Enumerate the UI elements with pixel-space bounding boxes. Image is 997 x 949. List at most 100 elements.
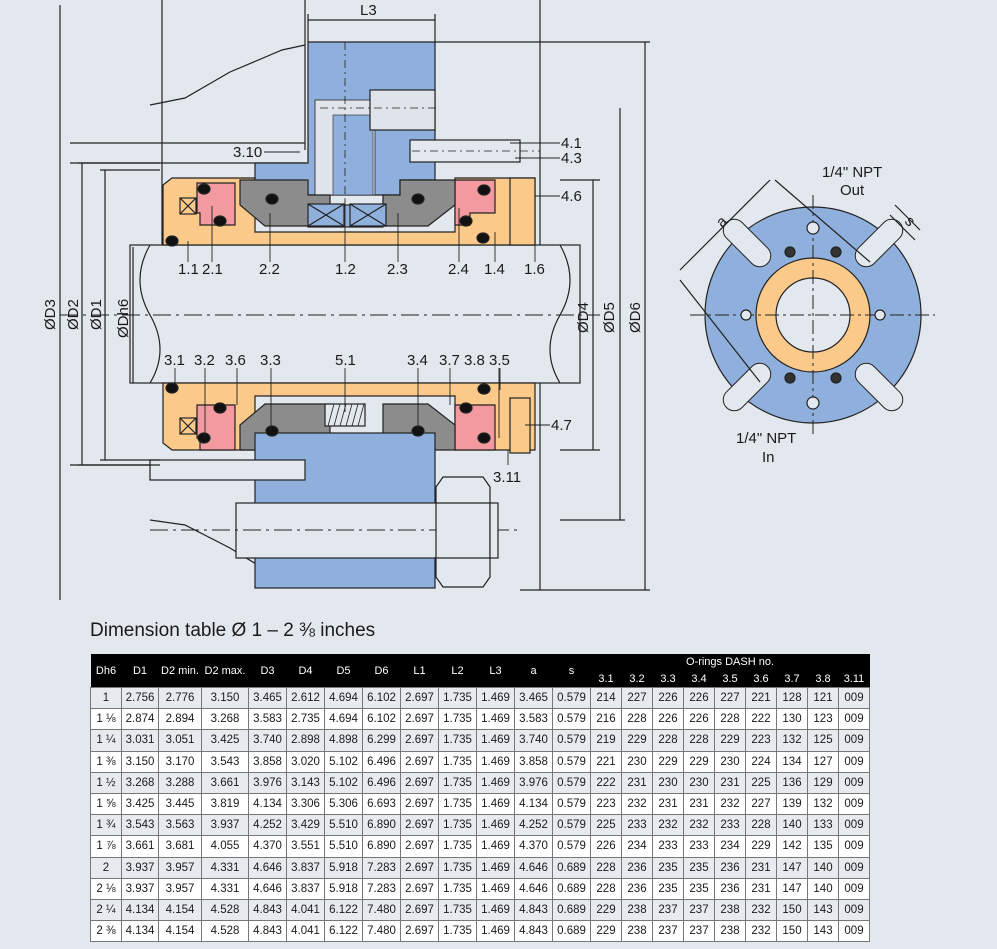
table-cell: 3.957 (158, 877, 202, 900)
table-cell: 4.528 (201, 898, 249, 922)
table-cell: 223 (590, 792, 622, 816)
dim-D6: ØD6 (627, 302, 644, 333)
table-cell: 3.681 (158, 835, 202, 858)
dim-s: s (901, 213, 918, 230)
col-header: L3 (476, 654, 515, 688)
table-cell: 4.041 (286, 898, 325, 922)
table-cell: 227 (714, 686, 746, 710)
table-cell: 232 (714, 792, 746, 816)
part-label: 3.8 (464, 352, 485, 369)
table-cell: 238 (714, 920, 746, 943)
table-cell: 009 (838, 792, 870, 816)
table-cell: 009 (838, 771, 870, 794)
col-header: D1 (121, 654, 159, 688)
table-cell: 3.268 (201, 708, 249, 731)
table-cell: 225 (745, 771, 777, 794)
part-label: 4.3 (561, 150, 582, 167)
col-header: D4 (286, 654, 325, 688)
table-cell: 229 (590, 898, 622, 922)
table-cell: 1.735 (438, 750, 477, 773)
table-cell: 235 (652, 856, 684, 879)
table-cell: 1.735 (438, 898, 477, 922)
table-cell: 225 (590, 814, 622, 837)
end-view (679, 179, 935, 435)
col-header: D6 (362, 654, 401, 688)
table-cell: 6.496 (362, 771, 401, 794)
table-cell: 2.776 (158, 686, 202, 710)
table-cell: 3.425 (121, 792, 159, 816)
table-cell: 236 (621, 877, 653, 900)
table-cell: 1.735 (438, 686, 477, 710)
table-cell: 4.134 (514, 792, 553, 816)
table-cell: 3.425 (201, 729, 249, 752)
part-label: 4.6 (561, 188, 582, 205)
table-cell: 009 (838, 729, 870, 752)
table-cell: 228 (590, 856, 622, 879)
col-header: Dh6 (90, 654, 122, 688)
table-cell: 0.579 (552, 771, 591, 794)
col-header: D2 min. (158, 654, 202, 688)
table-cell: 2.697 (400, 792, 439, 816)
table-cell: 4.646 (514, 856, 553, 879)
table-cell: 3.661 (121, 835, 159, 858)
table-cell: 221 (745, 686, 777, 710)
table-cell: 232 (683, 814, 715, 837)
table-cell: 230 (621, 750, 653, 773)
table-cell: 129 (807, 771, 839, 794)
table-cell: 150 (776, 920, 808, 943)
oring-col-header: 3.4 (683, 670, 715, 688)
table-cell: 238 (621, 920, 653, 943)
table-cell: 3.170 (158, 750, 202, 773)
table-cell: 2.612 (286, 686, 325, 710)
table-cell: 221 (590, 750, 622, 773)
table-cell: 3.583 (514, 708, 553, 731)
dimension-labels: L3 ØD3 ØD2 ØD1 ØDh6 ØD4 ØD5 ØD6 a s (42, 2, 918, 338)
table-cell: 5.510 (324, 835, 363, 858)
table-cell: 1.469 (476, 771, 515, 794)
table-cell: 229 (621, 729, 653, 752)
table-cell: 227 (621, 686, 653, 710)
table-cell: 143 (807, 898, 839, 922)
table-cell: 4.370 (248, 835, 287, 858)
port-out-label-line2: Out (840, 182, 865, 199)
table-cell: 3.020 (286, 750, 325, 773)
table-cell: 4.252 (514, 814, 553, 837)
table-cell: 0.579 (552, 750, 591, 773)
part-label: 1.2 (335, 261, 356, 278)
port-in-label-line2: In (762, 449, 775, 466)
table-cell: 4.154 (158, 920, 202, 943)
dim-Dh6: ØDh6 (115, 299, 132, 338)
table-cell: 009 (838, 814, 870, 837)
oring-col-header: 3.1 (590, 670, 622, 688)
table-cell: 228 (714, 708, 746, 731)
table-cell: 226 (683, 708, 715, 731)
table-cell: 2.874 (121, 708, 159, 731)
table-cell: 2.894 (158, 708, 202, 731)
part-labels: 1.1 2.1 2.2 1.2 2.3 2.4 1.4 1.6 3.1 3.2 … (164, 135, 582, 486)
table-cell: 0.579 (552, 835, 591, 858)
table-cell: 6.102 (362, 708, 401, 731)
table-cell: 5.102 (324, 750, 363, 773)
table-cell: 147 (776, 856, 808, 879)
part-label: 3.1 (164, 352, 185, 369)
table-cell: 2.898 (286, 729, 325, 752)
table-cell: 2.697 (400, 814, 439, 837)
table-cell: 2.697 (400, 729, 439, 752)
table-cell: 7.283 (362, 877, 401, 900)
table-title: Dimension table Ø 1 – 2 ⅜ inches (90, 620, 376, 641)
table-cell: 3.837 (286, 877, 325, 900)
table-cell: 234 (621, 835, 653, 858)
part-label: 1.6 (524, 261, 545, 278)
table-cell: 3.858 (514, 750, 553, 773)
table-cell: 3.031 (121, 729, 159, 752)
table-cell: 0.579 (552, 814, 591, 837)
table-cell: 2.697 (400, 877, 439, 900)
table-cell: 231 (683, 792, 715, 816)
table-cell: 3.288 (158, 771, 202, 794)
table-cell: 4.055 (201, 835, 249, 858)
table-cell: 228 (683, 729, 715, 752)
dim-L3: L3 (360, 2, 377, 19)
table-cell: 4.646 (248, 856, 287, 879)
